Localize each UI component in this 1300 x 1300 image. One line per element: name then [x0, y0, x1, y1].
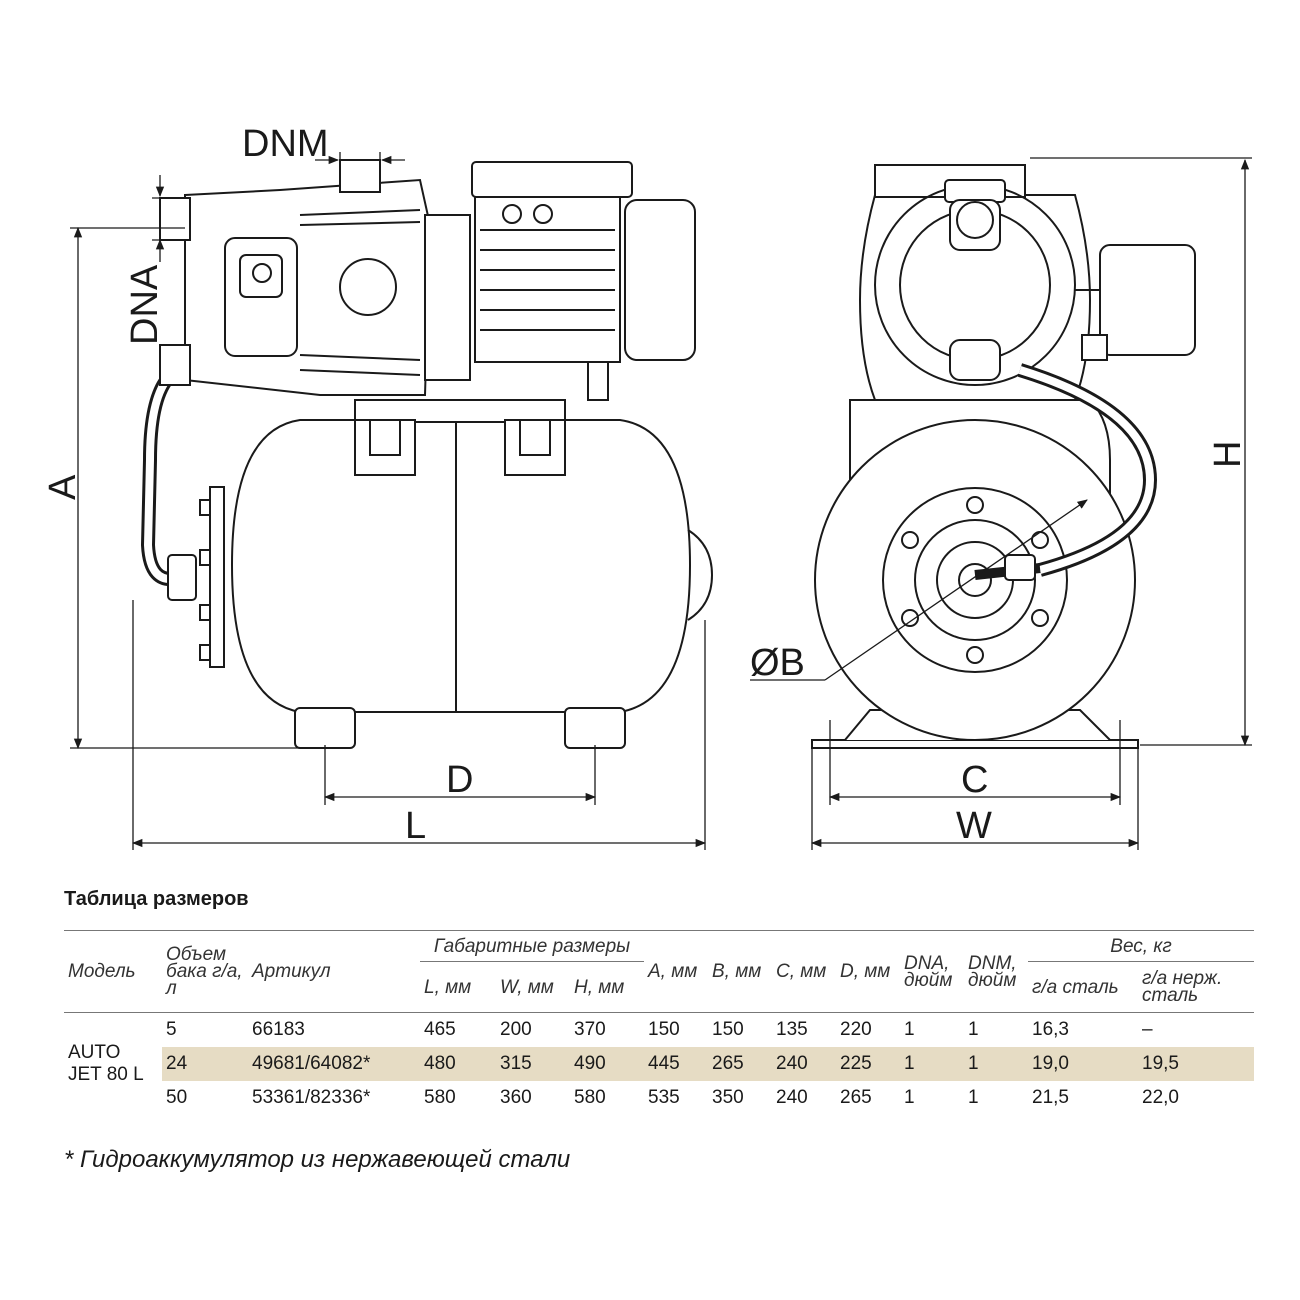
dim-label-d: D — [446, 759, 473, 801]
header-dnm: DNM, дюйм — [968, 952, 1017, 991]
dim-label-l: L — [405, 805, 426, 847]
cell-w: 200 — [500, 1019, 532, 1040]
header-c: C, мм — [776, 961, 827, 982]
table-row: AUTO JET 80 L 5 66183 465 200 370 150 15… — [64, 1013, 1254, 1085]
header-overall-dimensions: Габаритные размеры — [420, 930, 644, 962]
header-d: D, мм — [840, 961, 891, 982]
cell-w: 315 — [496, 1047, 570, 1081]
header-weight: Вес, кг — [1028, 930, 1254, 962]
cell-a: 150 — [648, 1019, 680, 1040]
front-view — [811, 164, 1196, 749]
side-dimension-labels: DNM DNA A D L — [42, 123, 473, 847]
cell-c: 135 — [776, 1019, 808, 1040]
cell-volume: 50 — [166, 1087, 188, 1108]
cell-b: 350 — [712, 1087, 744, 1108]
header-a: A, мм — [648, 961, 698, 982]
cell-w: 360 — [500, 1087, 532, 1108]
header-l: L, мм — [424, 976, 472, 998]
cell-c: 240 — [776, 1087, 808, 1108]
header-weight-stainless: г/а нерж. сталь — [1142, 968, 1223, 1006]
cell-article: 53361/82336* — [252, 1087, 371, 1108]
cell-article: 66183 — [252, 1019, 305, 1040]
model-name: AUTO JET 80 L — [68, 1042, 144, 1085]
pump-dimension-drawing: DNM DNA A D L — [42, 123, 1252, 850]
cell-article: 49681/64082* — [248, 1047, 420, 1081]
cell-h: 580 — [574, 1087, 606, 1108]
cell-l: 480 — [420, 1047, 496, 1081]
header-article: Артикул — [252, 961, 331, 982]
cell-weight-stainless: 22,0 — [1142, 1087, 1179, 1108]
cell-weight-stainless: – — [1142, 1019, 1153, 1040]
header-dna: DNA, дюйм — [904, 952, 953, 991]
header-w: W, мм — [500, 976, 554, 998]
cell-a: 535 — [648, 1087, 680, 1108]
cell-volume: 24 — [162, 1047, 248, 1081]
cell-l: 465 — [424, 1019, 456, 1040]
table-row-highlighted: 24 49681/64082* 480 315 490 445 265 240 … — [64, 1047, 1254, 1081]
dim-label-w: W — [956, 805, 992, 847]
side-view — [140, 159, 714, 749]
dim-label-h: H — [1207, 441, 1249, 468]
cell-h: 490 — [570, 1047, 644, 1081]
side-tank — [230, 419, 692, 713]
header-volume: Объем бака г/а, л — [166, 944, 243, 999]
cell-d: 220 — [840, 1019, 872, 1040]
cell-weight-steel: 16,3 — [1032, 1019, 1069, 1040]
cell-weight-stainless: 19,5 — [1138, 1047, 1254, 1081]
cell-dnm: 1 — [968, 1019, 979, 1040]
front-dimension-labels: H C W ØB — [750, 441, 1249, 847]
side-dimensions — [70, 152, 707, 850]
header-h: H, мм — [574, 976, 625, 998]
dim-label-diameter-b: ØB — [750, 642, 805, 684]
cell-dnm: 1 — [968, 1087, 979, 1108]
cell-d: 265 — [840, 1087, 872, 1108]
dim-label-dna: DNA — [124, 264, 166, 345]
dim-label-c: C — [961, 759, 988, 801]
cell-volume: 5 — [166, 1019, 177, 1040]
cell-l: 580 — [424, 1087, 456, 1108]
table-title: Таблица размеров — [64, 888, 249, 910]
cell-dna: 1 — [904, 1087, 915, 1108]
cell-dna: 1 — [904, 1019, 915, 1040]
cell-dna: 1 — [900, 1047, 964, 1081]
cell-c: 240 — [772, 1047, 836, 1081]
header-weight-steel: г/а сталь — [1032, 976, 1119, 998]
cell-d: 225 — [836, 1047, 900, 1081]
cell-h: 370 — [574, 1019, 606, 1040]
header-model: Модель — [68, 961, 136, 982]
dimensions-table: Модель Объем бака г/а, л Артикул Габарит… — [64, 930, 1254, 1115]
cell-b: 150 — [712, 1019, 744, 1040]
table-row: 50 53361/82336* 580 360 580 535 350 240 … — [64, 1081, 1254, 1115]
header-b: B, мм — [712, 961, 762, 982]
cell-dnm: 1 — [964, 1047, 1028, 1081]
cell-weight-steel: 19,0 — [1028, 1047, 1138, 1081]
cell-a: 445 — [644, 1047, 708, 1081]
front-dimensions — [750, 157, 1252, 850]
dim-label-dnm: DNM — [242, 123, 329, 165]
cell-b: 265 — [708, 1047, 772, 1081]
cell-weight-steel: 21,5 — [1032, 1087, 1069, 1108]
dim-label-a: A — [42, 474, 84, 500]
footnote: * Гидроаккумулятор из нержавеющей стали — [64, 1146, 571, 1173]
